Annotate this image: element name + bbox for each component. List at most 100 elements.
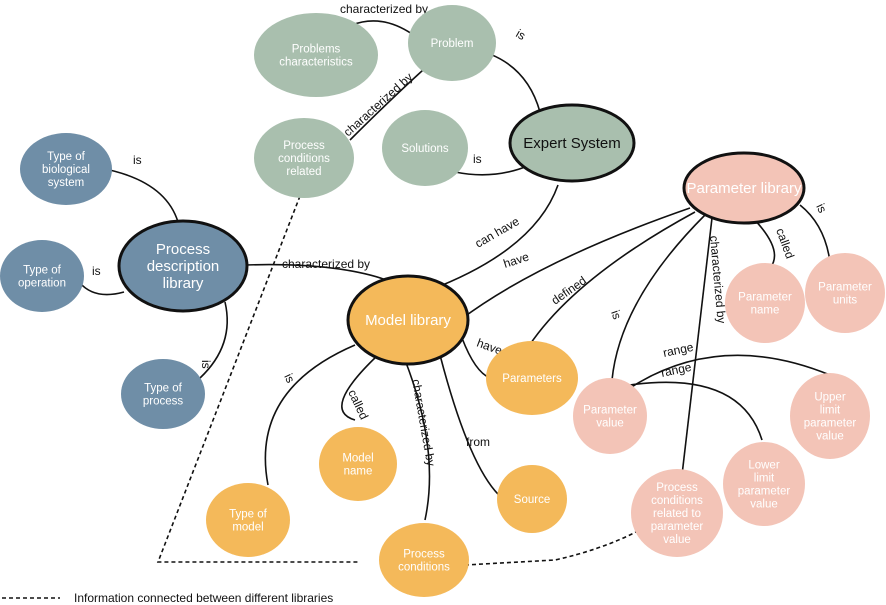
- node-label-line: Parameter: [738, 292, 792, 304]
- node-shape: [497, 465, 567, 533]
- node-shape: [508, 103, 636, 183]
- dashed-link-expert-model: [156, 195, 360, 563]
- node-label-line: value: [816, 431, 844, 443]
- node-label-line: name: [344, 466, 373, 478]
- label-from: from: [466, 435, 490, 449]
- node-label-line: Type of: [144, 383, 183, 395]
- node-label-line: Parameter: [818, 282, 872, 294]
- edge-paramlib-pvalue: [611, 214, 706, 381]
- node-label-line: value: [663, 534, 691, 546]
- dashed-link-model-param: [464, 531, 637, 566]
- node-label-line: Solutions: [401, 143, 449, 155]
- node-shape: [573, 378, 647, 454]
- node-label-line: name: [751, 305, 780, 317]
- label-range-1: range: [662, 340, 695, 360]
- label-have-paramlib: have: [502, 249, 531, 270]
- node-label-line: Process: [283, 140, 325, 152]
- node-label-line: Type of: [23, 265, 62, 277]
- label-can-have: can have: [473, 214, 522, 251]
- label-characterized-by-top: characterized by: [340, 2, 428, 16]
- node-label-line: Model: [342, 453, 373, 465]
- edge-model-pc: [404, 359, 431, 521]
- edge-model-modelname: [341, 354, 379, 421]
- node-label-line: conditions: [398, 562, 450, 574]
- node-label-line: value: [596, 418, 624, 430]
- node-label-line: Expert System: [523, 135, 621, 152]
- edge-paramlib-model: [459, 207, 691, 321]
- node-label-line: parameter: [804, 418, 857, 430]
- node-label-line: limit: [754, 473, 775, 485]
- node-shape: [790, 373, 870, 459]
- node-label-line: conditions: [278, 153, 330, 165]
- label-range-2: range: [660, 360, 693, 380]
- node-shape: [0, 240, 84, 312]
- node-problem: Problem: [408, 5, 496, 81]
- node-label-line: description: [147, 258, 220, 275]
- edge-pcr-problem: [349, 69, 424, 141]
- node-label-line: process: [143, 396, 184, 408]
- node-shape: [254, 13, 378, 97]
- node-label-line: Problem: [431, 38, 474, 50]
- node-label-line: biological: [42, 164, 90, 176]
- node-label-line: value: [750, 499, 778, 511]
- edge-bio-pdl: [99, 167, 179, 223]
- node-solutions: Solutions: [382, 110, 468, 186]
- node-shape: [379, 523, 469, 597]
- edge-solutions-expert: [454, 164, 531, 176]
- label-called-param: called: [773, 226, 797, 260]
- edge-pvalue-upper: [629, 354, 831, 389]
- edge-expert-model: [429, 184, 559, 291]
- node-label-line: Lower: [748, 460, 779, 472]
- node-label-line: parameter: [738, 486, 791, 498]
- label-characterized-by-pl: characterized by: [707, 235, 729, 324]
- node-shape: [805, 253, 885, 333]
- node-shape: [206, 483, 290, 557]
- node-label-line: related: [286, 166, 321, 178]
- edge-pdl-model: [244, 263, 393, 283]
- node-shape: [408, 5, 496, 81]
- node-parameter-library: Parameter library: [682, 151, 806, 225]
- node-label-line: library: [163, 275, 204, 292]
- edge-pvalue-lower: [629, 381, 763, 441]
- legend-text: Information connected between different …: [74, 591, 333, 605]
- label-is-process: is: [199, 360, 213, 369]
- node-label-line: Upper: [814, 392, 845, 404]
- edge-operation-pdl: [79, 282, 125, 296]
- label-is-units: is: [813, 201, 829, 215]
- node-shape: [319, 427, 397, 501]
- label-is-value: is: [608, 308, 624, 321]
- label-is-problem: is: [514, 26, 529, 42]
- label-is-bio: is: [133, 153, 142, 167]
- node-label-line: system: [48, 177, 84, 189]
- node-label-line: Problems: [292, 44, 341, 56]
- node-label-line: Model library: [365, 312, 451, 329]
- label-defined: defined: [549, 273, 589, 307]
- node-model-library: Model library: [346, 274, 470, 366]
- node-label-line: Parameter library: [686, 180, 802, 197]
- node-expert-system: Expert System: [508, 103, 636, 183]
- node-label-line: Process: [156, 241, 210, 258]
- edge-model-source: [439, 354, 503, 499]
- node-label-line: Process: [403, 549, 445, 561]
- node-shape: [382, 110, 468, 186]
- node-label-line: related to: [653, 508, 701, 520]
- node-label-line: Parameters: [502, 373, 562, 385]
- node-label-line: conditions: [651, 495, 703, 507]
- node-label-line: parameter: [651, 521, 704, 533]
- label-called-model: called: [345, 387, 371, 421]
